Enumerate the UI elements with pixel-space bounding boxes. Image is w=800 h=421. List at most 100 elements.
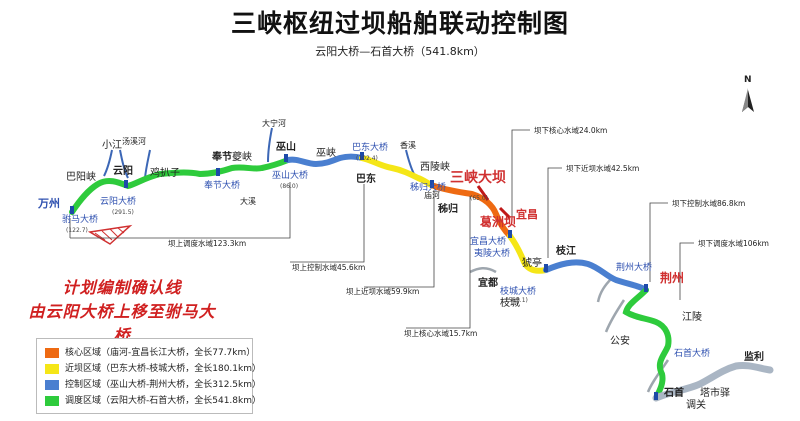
north-label: N [744,75,752,85]
bridge-marker-jingzhou [644,284,648,292]
place-gezhouba: 葛洲坝 [479,214,516,229]
tributaries [103,127,415,179]
place-daning: 大宁河 [262,118,286,128]
bridge-yunyang: 云阳大桥 [100,195,136,207]
legend-item-core: 核心区域（庙河-宜昌长江大桥，全长77.7km） [45,345,255,359]
legend-item-near: 近坝区域（巴东大桥-枝城大桥，全长180.1km） [45,361,261,375]
bridge-marker-yichang [508,230,512,238]
bridge-marker-wushan [284,154,288,162]
place-jianli: 监利 [744,350,764,363]
water-dn-near: 坝下近坝水域42.5km [566,163,639,173]
tributary-meixi [144,149,151,179]
tributary-tangxi [119,149,129,179]
place-sanxia: 三峡大坝 [450,169,506,186]
bridge-jingzhou: 荆州大桥 [616,261,652,273]
gezhouba-dam-marker [498,206,512,220]
place-miaohe: 庙河 [424,190,440,200]
bridge-fengjie: 奉节大桥 [204,179,240,191]
river-segment-control-upper [285,153,365,168]
place-jingzhou: 荆州 [660,270,684,285]
bridge-badong-km: (102.4) [356,155,378,162]
upstream-place-labels: 万州 巴阳峡 小江 云阳 汤溪河 鸡扒子 奉节 夔峡 巫山 巫峡 大宁河 巴东 … [37,118,458,215]
legend: 核心区域（庙河-宜昌长江大桥，全长77.7km） 近坝区域（巴东大桥-枝城大桥，… [36,338,261,414]
place-tiaoguan: 调关 [686,398,706,411]
water-up-core: 坝上核心水域15.7km [404,328,477,338]
leader-dn-near [547,167,562,258]
tributary-jingjiang [604,299,626,333]
bridge-zigui: 秭归大桥 [410,181,446,193]
page-title: 三峡枢纽过坝船舶联动控制图 [230,9,569,38]
water-up-near: 坝上近坝水域59.9km [346,286,419,296]
place-gongan: 公安 [610,334,630,347]
place-yunyang: 云阳 [113,165,133,177]
place-xiling: 西陵峡 [420,160,450,173]
river-segment-dispatch-lower [622,287,672,401]
three-gorges-dam-marker [476,185,490,201]
legend-swatch-core [45,347,59,358]
legend-label-core: 核心区域（庙河-宜昌长江大桥，全长77.7km） [65,348,256,358]
page-subtitle: 云阳大桥—石首大桥（541.8km） [315,45,485,58]
legend-item-dispatch: 调度区域（云阳大桥-石首大桥，全长541.8km） [45,393,261,407]
tributary-xiangxi [405,149,415,175]
place-xiaoting: 猇亭 [522,256,542,269]
legend-swatch-control [45,379,59,390]
place-badong: 巴东 [356,172,376,185]
bridge-marker-fengjie [216,168,220,176]
bridge-markers [70,152,658,400]
bridge-fuma-km: (122.7) [66,227,88,234]
bridge-marker-badong [360,152,364,160]
water-labels: 坝上调度水域123.3km 坝上控制水域45.6km 坝上近坝水域59.9km … [168,125,769,338]
place-zigui: 秭归 [438,202,458,215]
place-yichang: 宜昌 [516,207,538,221]
leader-dn-ctrl [649,202,668,282]
confirmation-line-marker [87,224,133,245]
bridge-zhicheng-km: (555.1) [506,297,528,304]
bridge-yiling: 夷陵大桥 [474,247,510,259]
river-segment-dispatch-upper [69,157,291,215]
upstream-leaders [69,182,471,329]
place-xiaojiang: 小江 [102,139,122,151]
bridge-marker-shishou [654,392,658,400]
leader-dn-core [511,129,530,218]
place-wushan: 巫山 [276,140,296,153]
tributary-qingjiang [469,267,497,274]
leader-up-core [406,196,471,329]
river-segment-control-lower [543,259,649,293]
place-jiangling: 江陵 [682,311,702,323]
tributary-outlet [646,359,670,393]
bridge-wushan-km: (86.0) [280,183,298,190]
bridge-miaohe-km: (65.0) [470,195,488,202]
bridge-yunyang-km: (291.5) [112,209,134,216]
place-daxi: 大溪 [240,196,256,206]
note-line-1: 计划编制确认线 [62,278,182,297]
bridge-yichang: 宜昌大桥 [470,235,506,247]
water-dn-core: 坝下核心水域24.0km [534,125,607,135]
place-jiezi: 鸡扒子 [150,166,180,179]
legend-label-control: 控制区域（巫山大桥-荆州大桥，全长312.5km） [65,380,261,390]
dam-markers [476,185,512,220]
bridge-marker-fuma [70,206,74,214]
river-segment-near-lower [507,233,549,274]
place-wanzhou: 万州 [37,197,60,210]
bridge-marker-zigui [430,180,434,188]
bridge-fuma: 驸马大桥 [62,213,98,225]
bridge-labels: 驸马大桥 (122.7) 云阳大桥 (291.5) 奉节大桥 巫山大桥 (86.… [62,141,710,359]
bridge-shishou: 石首大桥 [674,347,710,359]
place-tangxi: 汤溪河 [122,136,146,146]
tributary-songzi [596,277,613,303]
place-shishou: 石首 [663,386,684,399]
bridge-zhicheng: 枝城大桥 [500,285,536,297]
place-yidu: 宜都 [478,276,498,289]
bridge-wushan: 巫山大桥 [272,169,308,181]
legend-label-near: 近坝区域（巴东大桥-枝城大桥，全长180.1km） [65,364,261,374]
tributary-daning [267,127,273,163]
downstream-leaders [511,129,694,300]
place-tashiyi: 塔市驿 [700,386,730,399]
tributary-xiaojiang [103,149,113,177]
legend-item-control: 控制区域（巫山大桥-荆州大桥，全长312.5km） [45,377,261,391]
leader-up-ctrl [290,184,365,263]
leader-up-near [364,190,435,288]
water-up-disp: 坝上调度水域123.3km [168,238,246,248]
place-kuixia: 夔峡 [232,150,252,163]
